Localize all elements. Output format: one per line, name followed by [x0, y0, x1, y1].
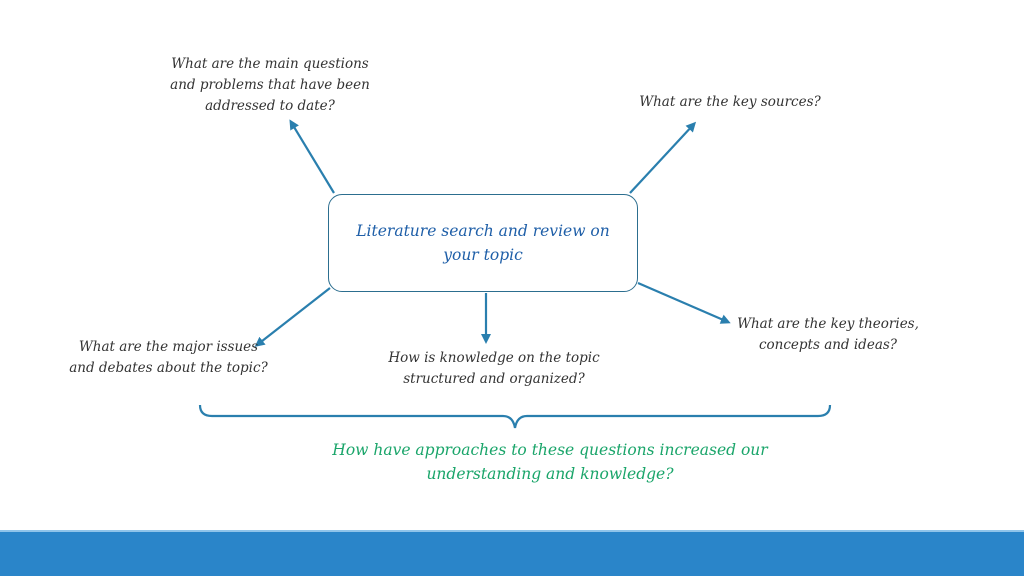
footer-bar: [0, 532, 1024, 576]
node-key-sources: What are the key sources?: [639, 94, 821, 110]
node-key-theories: What are the key theories, concepts and …: [737, 316, 919, 353]
node-knowledge-structure: How is knowledge on the topic structured…: [388, 350, 600, 387]
central-topic-box: Literature search and review on your top…: [328, 194, 638, 292]
node-major-issues: What are the major issues and debates ab…: [69, 339, 268, 376]
arrow-to-key-theories: [637, 281, 731, 324]
central-topic-label: Literature search and review on your top…: [356, 222, 610, 264]
summary-question: How have approaches to these questions i…: [332, 441, 768, 483]
node-main-questions: What are the main questions and problems…: [170, 56, 370, 114]
grouping-brace: [198, 404, 832, 429]
arrow-to-key-sources: [629, 121, 697, 194]
arrow-to-main-questions: [289, 119, 335, 194]
footer-accent-line: [0, 530, 1024, 533]
